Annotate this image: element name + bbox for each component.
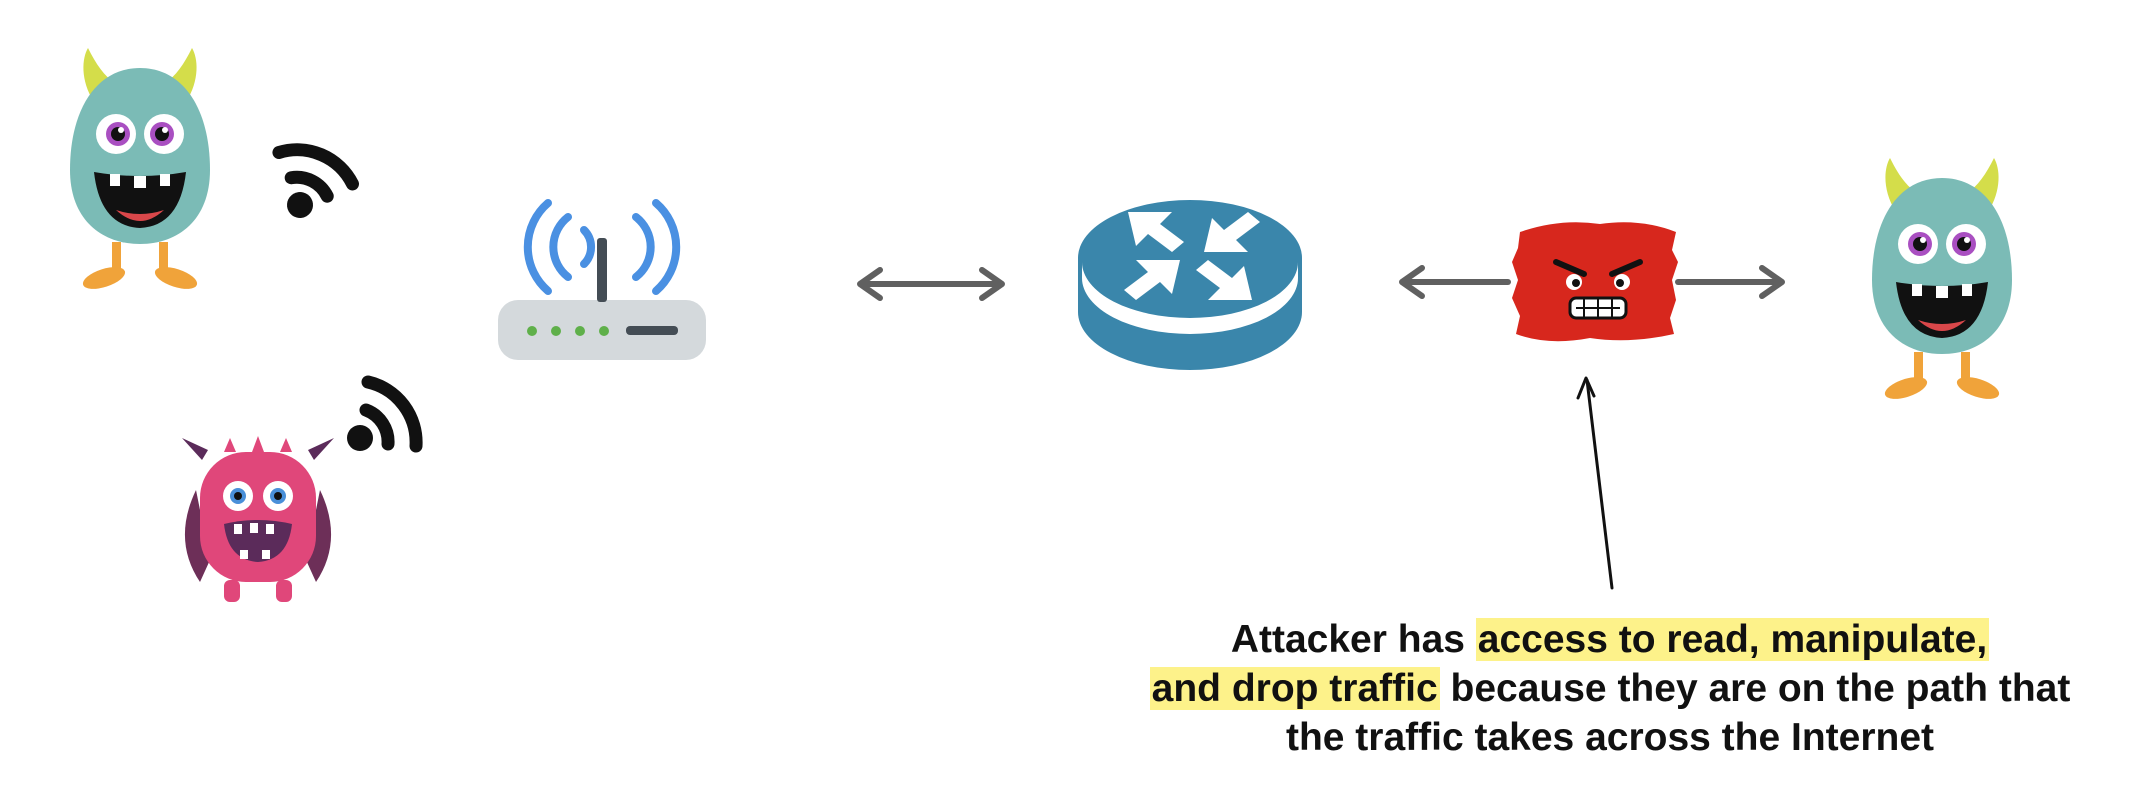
caption-highlight: and drop traffic [1149,667,1440,710]
caption-highlight: access to read, manipulate, [1475,618,1990,661]
link-arrow [1399,265,1511,299]
caption-line-2: and drop traffic because they are on the… [1100,664,2120,713]
pink-monster-icon [182,436,334,602]
annotation-arrow [1576,376,1614,590]
attacker-caption: Attacker has access to read, manipulate,… [1100,615,2120,762]
caption-text: because they are on the path that [1439,667,2071,710]
caption-line-3: the traffic takes across the Internet [1285,716,1935,759]
receiver-monster-icon [1872,158,2012,404]
caption-text: Attacker has [1230,618,1476,661]
wifi-signal-icon [261,128,355,222]
sender-monster-icon [70,48,210,294]
wifi-router-icon [498,199,706,360]
wifi-signal-icon [347,382,416,451]
link-arrow [1675,265,1785,299]
caption-line-1: Attacker has access to read, manipulate, [1100,615,2120,664]
angry-red-face-icon [1512,222,1678,342]
router-icon [1078,200,1302,370]
link-arrow [857,267,1005,301]
